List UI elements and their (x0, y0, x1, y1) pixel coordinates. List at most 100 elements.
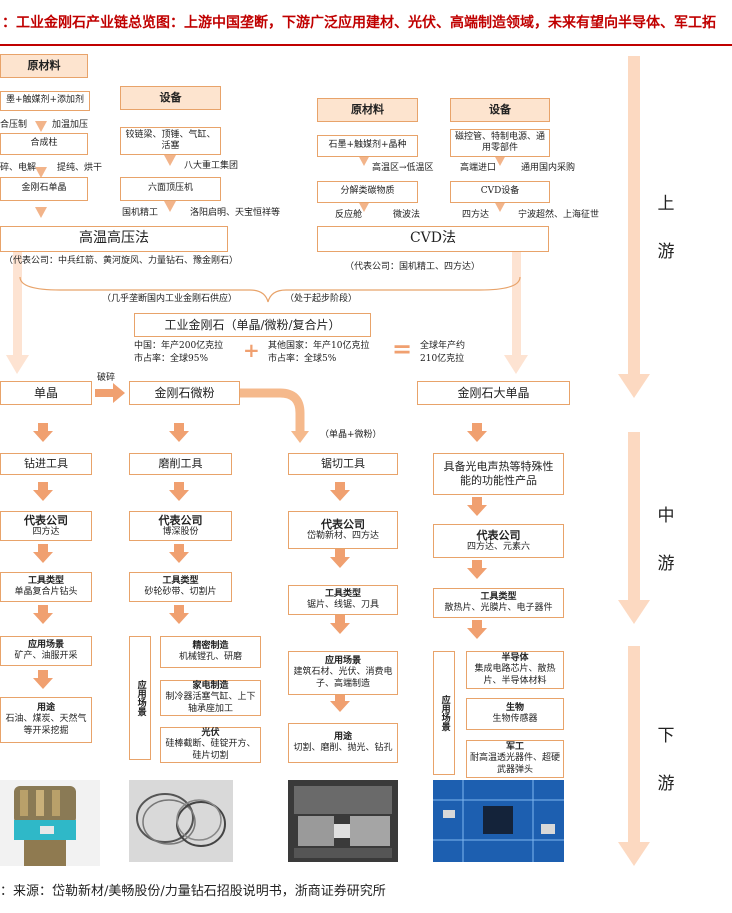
cvd-equip-header: 设备 (450, 98, 550, 122)
other-share: 市占率：全球5% (268, 354, 336, 365)
col3-scene-header: 应用场景 (325, 656, 361, 667)
col4-scene-1-header: 生物 (506, 703, 524, 714)
col1-type-box: 工具类型 单晶复合片钻头 (0, 572, 92, 602)
large-single-crystal-box: 金刚石大单晶 (417, 381, 570, 405)
flow-cvd-to-large-icon (504, 251, 528, 374)
col1-company: 四方达 (32, 527, 59, 538)
cvd-companies: （代表公司：国机精工、四方达） (345, 262, 480, 273)
col2-scene-2-header: 光伏 (201, 728, 219, 739)
hpht-method: 高温高压法 (0, 226, 228, 252)
hpht-raw-header: 原材料 (0, 54, 88, 78)
cvd-raw-materials: 石墨+触媒剂+晶种 (317, 135, 418, 157)
col2-type-box: 工具类型 砂轮砂带、切割片 (129, 572, 232, 602)
col2-scene-2-text: 硅棒截断、硅锭开方、硅片切割 (163, 739, 258, 762)
china-output: 中国：年产200亿克拉 (134, 341, 223, 352)
col4-company-header: 代表公司 (477, 529, 521, 543)
single-crystal-box: 单晶 (0, 381, 92, 405)
col3-use-box: 用途 切割、磨削、抛光、钻孔 (288, 723, 398, 763)
col2-scene-1-header: 家电制造 (192, 681, 228, 692)
crush-label: 破碎 (97, 373, 115, 384)
col3-tool: 锯切工具 (288, 453, 398, 475)
col2-type-header: 工具类型 (162, 576, 198, 587)
circuit-board-photo-icon (433, 780, 564, 862)
col2-scene-0-header: 精密制造 (192, 641, 228, 652)
col2-scene-2: 光伏 硅棒截断、硅锭开方、硅片切割 (160, 727, 261, 763)
drill-bit-photo-icon (0, 780, 100, 866)
col2-company: 博深股份 (162, 527, 198, 538)
other-output: 其他国家：年产10亿克拉 (268, 341, 369, 352)
cvd-decompose: 分解类碳物质 (317, 181, 418, 203)
hpht-process2a: 碎、电解 (0, 163, 36, 174)
col1-use-header: 用途 (37, 703, 55, 714)
col3-scene: 建筑石材、光伏、消费电子、高端制造 (292, 667, 394, 690)
col4-scene-2: 军工 耐高温透光器件、超硬武器弹头 (466, 740, 564, 778)
cvd-flow: 高温区→低温区 (372, 163, 434, 174)
col2-tool: 磨削工具 (129, 453, 232, 475)
col3-use-header: 用途 (334, 732, 352, 743)
flow-hpht-to-single-icon (6, 251, 29, 374)
col2-scene-0: 精密制造 机械镗孔、研磨 (160, 636, 261, 668)
col1-type: 单晶复合片钻头 (14, 587, 77, 598)
stage-up-label: 上游 (655, 180, 677, 276)
cvd-reaction: 反应舱 (335, 210, 362, 221)
hpht-raw-materials: 墨+触媒剂+添加剂 (0, 91, 90, 111)
col1-type-header: 工具类型 (28, 576, 64, 587)
col4-scene-2-header: 军工 (506, 742, 524, 753)
cvd-makers-a: 四方达 (462, 210, 489, 221)
hpht-process1: 合压制 (0, 120, 27, 131)
col2-type: 砂轮砂带、切割片 (144, 587, 216, 598)
industrial-diamond-box: 工业金刚石（单晶/微粉/复合片） (134, 313, 371, 337)
hpht-companies: （代表公司：中兵红箭、黄河旋风、力量钻石、豫金刚石） (4, 255, 244, 268)
col4-scene-2-text: 耐高温透光器件、超硬武器弹头 (469, 753, 561, 776)
cvd-domestic: 通用国内采购 (521, 163, 575, 174)
col3-company-box: 代表公司 岱勒新材、四方达 (288, 511, 398, 549)
col2-company-box: 代表公司 博深股份 (129, 511, 232, 541)
stage-arrow-down-icon (618, 646, 650, 866)
col4-scene-0-header: 半导体 (501, 653, 528, 664)
hpht-press-makers-a: 国机精工 (122, 208, 158, 219)
col3-company: 岱勒新材、四方达 (307, 531, 379, 542)
cvd-makers-b: 宁波超然、上海征世 (518, 210, 599, 221)
source-note: ：来源：岱勒新材/美畅股份/力量钻石招股说明书，浙商证券研究所 (0, 880, 386, 899)
col4-scene-0: 半导体 集成电路芯片、散热片、半导体材料 (466, 651, 564, 689)
col1-tool: 钻进工具 (0, 453, 92, 475)
cvd-deposition: 微波法 (393, 210, 420, 221)
col4-type: 散热片、光膜片、电子器件 (444, 603, 552, 614)
cvd-note: （处于起步阶段） (285, 294, 357, 305)
hpht-equip-parts: 铰链梁、顶锤、气缸、活塞 (120, 127, 221, 155)
col4-company: 四方达、元素六 (467, 542, 530, 553)
hpht-equip-header: 设备 (120, 86, 221, 110)
col4-type-box: 工具类型 散热片、光膜片、电子器件 (433, 588, 564, 618)
hpht-process2b: 提纯、烘干 (57, 163, 102, 174)
col4-company-box: 代表公司 四方达、元素六 (433, 524, 564, 558)
hpht-press-makers-b: 洛阳启明、天宝恒祥等 (190, 208, 280, 219)
total-output-a: 全球年产约 (420, 341, 465, 352)
powder-mix-label: （单晶+微粉） (320, 430, 382, 441)
hpht-process1b: 加温加压 (52, 120, 88, 131)
col1-scene-header: 应用场景 (28, 640, 64, 651)
col3-type-box: 工具类型 锯片、线锯、刀具 (288, 585, 398, 615)
diamond-wire-photo-icon (129, 780, 233, 862)
col1-scene-box: 应用场景 矿产、油服开采 (0, 636, 92, 666)
col4-scene-label: 应用场景 (433, 651, 455, 775)
col4-scene-1-text: 生物传感器 (492, 714, 537, 725)
col2-company-header: 代表公司 (159, 514, 203, 528)
cvd-method: CVD法 (317, 226, 549, 252)
hpht-single-crystal: 金刚石单晶 (0, 177, 88, 201)
cvd-raw-header: 原材料 (317, 98, 418, 122)
col3-type-header: 工具类型 (325, 589, 361, 600)
cvd-import: 高端进口 (460, 163, 496, 174)
col1-use: 石油、煤炭、天然气等开采挖掘 (3, 714, 89, 737)
cnc-cutting-photo-icon (288, 780, 398, 862)
col2-scene-label: 应用场景 (129, 636, 151, 760)
hpht-press: 六面顶压机 (120, 177, 221, 201)
col3-scene-box: 应用场景 建筑石材、光伏、消费电子、高端制造 (288, 651, 398, 695)
col4-tool: 具备光电声热等特殊性能的功能性产品 (433, 453, 564, 495)
col3-use: 切割、磨削、抛光、钻孔 (293, 743, 392, 754)
col2-scene-1: 家电制造 制冷器活塞气缸、上下轴承座加工 (160, 680, 261, 716)
col2-scene-0-text: 机械镗孔、研磨 (179, 652, 242, 663)
col4-type-header: 工具类型 (480, 592, 516, 603)
hpht-note: （几乎垄断国内工业金刚石供应） (102, 294, 237, 305)
plus-icon: + (243, 338, 260, 362)
diamond-powder-box: 金刚石微粉 (129, 381, 240, 405)
